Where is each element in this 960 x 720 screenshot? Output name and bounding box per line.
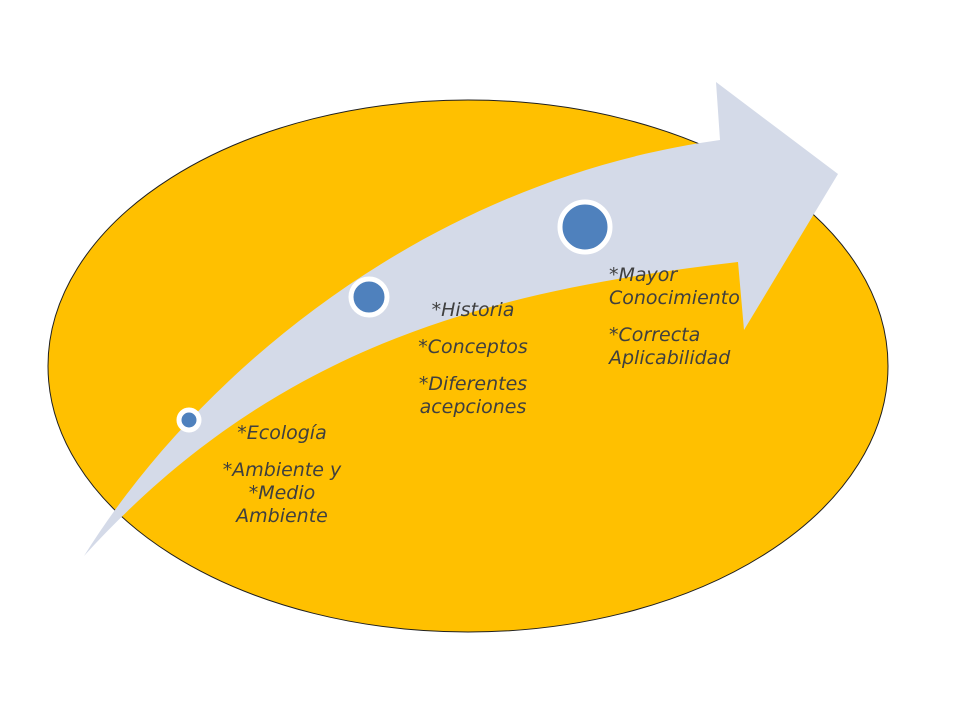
- step-1-labels: *Ecología *Ambiente y *Medio Ambiente: [212, 422, 352, 528]
- large-node: [557, 199, 613, 255]
- step-2-item-3-line-1: *Diferentes: [418, 373, 528, 395]
- step-1-item-2-line-2: *Medio: [248, 482, 316, 504]
- small-node: [176, 407, 202, 433]
- step-2-labels: *Historia *Conceptos *Diferentes acepcio…: [398, 299, 548, 419]
- step-2-item-2-line-1: *Conceptos: [418, 336, 528, 358]
- step-3-labels: *Mayor Conocimiento *Correcta Aplicabili…: [609, 264, 779, 370]
- step-3-item-1-line-1: *Mayor: [609, 264, 678, 286]
- medium-node: [348, 276, 390, 318]
- step-1-item-1-line-1: *Ecología: [237, 422, 327, 444]
- step-3-item-1-line-2: Conocimiento: [609, 287, 740, 309]
- step-3-item-2-line-2: Aplicabilidad: [609, 347, 731, 369]
- step-2-item-1-line-1: *Historia: [431, 299, 515, 321]
- step-3-item-2-line-1: *Correcta: [609, 324, 701, 346]
- growth-arrow: [84, 82, 838, 556]
- step-1-item-2-line-1: *Ambiente y: [222, 459, 342, 481]
- step-1-item-2-line-3: Ambiente: [236, 505, 328, 527]
- step-2-item-3-line-2: acepciones: [419, 396, 527, 418]
